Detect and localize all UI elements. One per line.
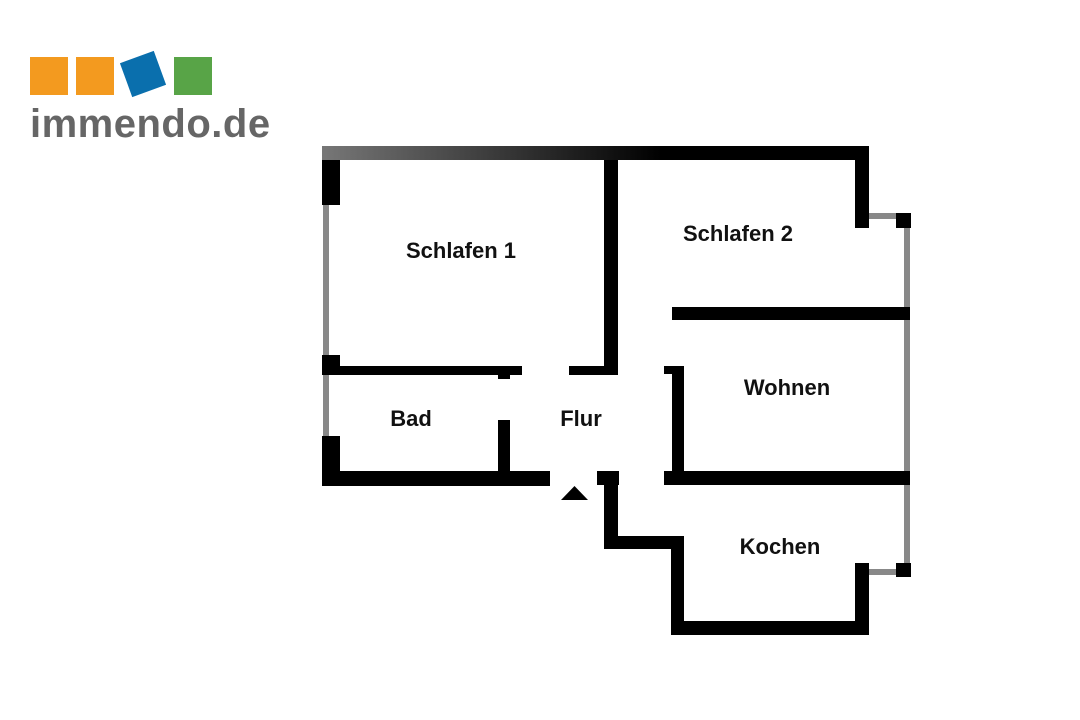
window-left-lower (323, 372, 329, 440)
window-right (904, 222, 910, 572)
logo-square-orange-1 (30, 57, 68, 95)
wall-left-top (322, 160, 340, 205)
wall-kochen-top-left (604, 536, 684, 549)
room-label-flur: Flur (560, 406, 602, 431)
room-label-schlafen-2: Schlafen 2 (683, 221, 793, 246)
logo-icon (30, 50, 212, 98)
logo-text: immendo.de (30, 102, 271, 146)
room-labels: Schlafen 1 Schlafen 2 Bad Flur Wohnen Ko… (390, 221, 830, 559)
room-label-bad: Bad (390, 406, 432, 431)
wall-bad-door-jamb (498, 420, 510, 482)
wall-schlafen2-right-upper (855, 160, 869, 228)
room-label-schlafen-1: Schlafen 1 (406, 238, 516, 263)
wall-schlafen2-bottom (672, 307, 910, 320)
entrance-arrow-icon (561, 486, 588, 500)
wall-kochen-left (671, 536, 684, 635)
wall-wohnen-left (672, 366, 684, 474)
window-left-upper (323, 200, 329, 360)
wall-top-right (662, 146, 869, 160)
wall-bad-stub (498, 366, 510, 379)
walls (322, 146, 911, 635)
logo-square-green (174, 57, 212, 95)
wall-center-vertical (604, 160, 618, 375)
wall-wohnen-bottom (664, 471, 910, 485)
logo-square-orange-2 (76, 57, 114, 95)
wall-right-cap-top (896, 213, 911, 228)
logo-square-blue (119, 50, 167, 98)
window-stub-bottom (868, 569, 898, 575)
wall-bottom-left (322, 471, 550, 486)
wall-top-gradient (322, 146, 664, 160)
wall-kochen-right-lower (855, 563, 869, 635)
wall-entry-right (604, 471, 618, 549)
wall-right-cap-bottom (896, 563, 911, 577)
room-label-wohnen: Wohnen (744, 375, 830, 400)
wall-flur-top-right (569, 366, 618, 375)
wall-kochen-bottom (671, 621, 869, 635)
window-stub-top (868, 213, 898, 219)
wall-schlafen1-bottom (322, 366, 522, 375)
room-label-kochen: Kochen (740, 534, 821, 559)
windows (323, 200, 910, 575)
